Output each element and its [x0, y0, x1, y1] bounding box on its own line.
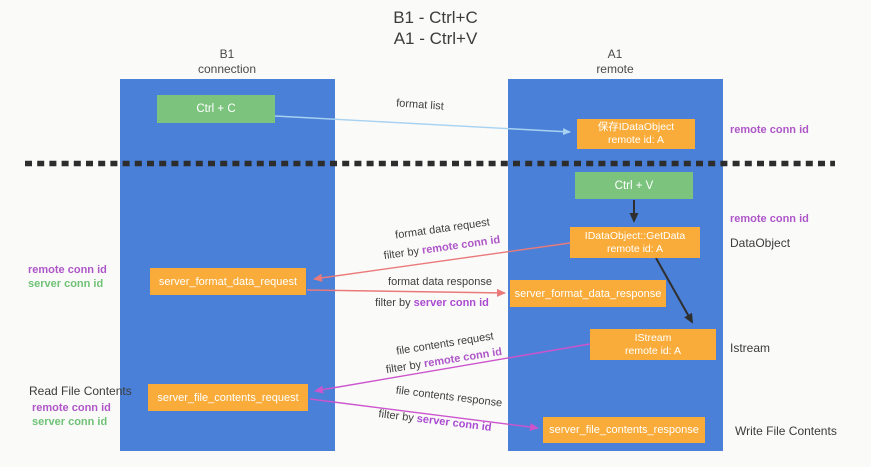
format-data-response-label: format data response [388, 276, 492, 288]
server-format-data-request-label: server_format_data_request [158, 275, 298, 288]
ctrl-c-node: Ctrl + C [157, 95, 275, 123]
filter-by-text: filter by [375, 297, 411, 309]
title-line-a1: A1 - Ctrl+V [393, 29, 478, 48]
istream-node: IStream remote id: A [590, 329, 716, 360]
read-file-contents-annotation: Read File Contents [29, 384, 132, 398]
getdata-to-istream-arrow [655, 257, 693, 324]
remote-conn-id-annotation-left1: remote conn id [28, 264, 107, 276]
clipboard-store-node: 保存IDataObject remote id: A [577, 119, 695, 149]
lane-b1-role: connection [197, 62, 257, 76]
server-conn-id-annotation-left2: server conn id [32, 416, 108, 428]
server-format-data-response-node: server_format_data_response [510, 280, 666, 307]
getdata-line2: remote id: A [606, 242, 664, 255]
clipboard-store-line2: remote id: A [607, 134, 665, 146]
getdata-line1: IDataObject::GetData [584, 229, 686, 242]
remote-conn-id-annotation-mid: remote conn id [730, 213, 809, 225]
server-file-contents-request-node: server_file_contents_request [148, 384, 308, 411]
server-file-contents-request-label: server_file_contents_request [157, 391, 299, 404]
remote-conn-id-annotation-top: remote conn id [730, 124, 809, 136]
ctrl-c-label: Ctrl + C [196, 103, 236, 115]
server-conn-id-filter-text: server conn id [413, 297, 489, 309]
lane-header-a1: A1 remote [515, 47, 715, 77]
dataobject-annotation: DataObject [730, 236, 791, 250]
ctrl-v-label: Ctrl + V [614, 179, 654, 192]
format-data-request-arrow [313, 242, 571, 282]
idataobject-getdata-node: IDataObject::GetData remote id: A [570, 227, 700, 258]
istream-annotation: Istream [730, 341, 771, 355]
server-conn-id-annotation-left1: server conn id [28, 278, 104, 290]
ctrl-v-node: Ctrl + V [575, 172, 693, 199]
lane-a1-role: remote [596, 62, 634, 76]
clipboard-store-line1: 保存IDataObject [597, 121, 675, 133]
server-format-data-request-node: server_format_data_request [150, 268, 306, 295]
file-contents-request-arrow [314, 343, 591, 394]
format-data-response-arrow [306, 288, 506, 297]
lane-header-b1: B1 connection [127, 47, 327, 77]
remote-conn-id-annotation-left2: remote conn id [32, 402, 111, 414]
istream-line1: IStream [634, 331, 672, 344]
server-format-data-response-label: server_format_data_response [514, 287, 662, 300]
lane-b1-name: B1 [219, 47, 235, 61]
title-line-b1: B1 - Ctrl+C [393, 8, 478, 27]
lane-a1-name: A1 [607, 47, 623, 61]
server-file-contents-response-label: server_file_contents_response [549, 424, 699, 436]
format-list-arrow [274, 115, 571, 136]
file-contents-response-arrow [309, 398, 539, 431]
istream-line2: remote id: A [624, 344, 682, 357]
server-file-contents-response-node: server_file_contents_response [543, 417, 705, 443]
write-file-contents-annotation: Write File Contents [735, 424, 837, 438]
filter-by-server-conn-id-label-1: filter by server conn id [373, 297, 491, 309]
diagram-title: B1 - Ctrl+C A1 - Ctrl+V [0, 7, 871, 49]
